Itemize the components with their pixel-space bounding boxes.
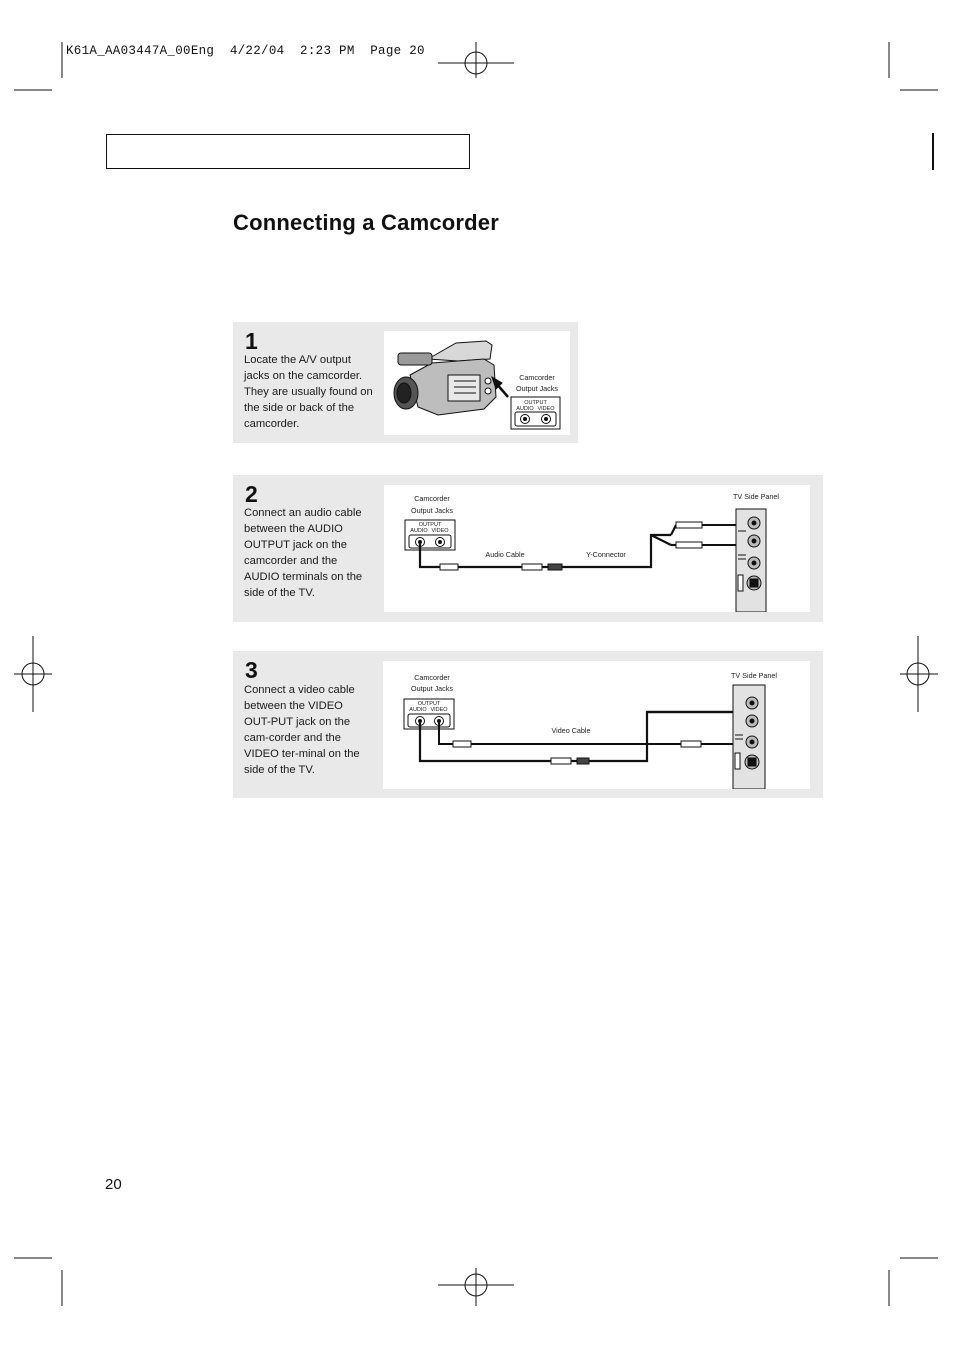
step-2-number: 2 (245, 481, 258, 507)
jack-panel-audio-label: AUDIO (516, 406, 534, 412)
video-connection-illustration (403, 684, 766, 789)
y-connector-label: Y-Connector (586, 550, 626, 559)
step-3-diagram: OUTPUT AUDIO VIDEO Camcorder Output Jack… (383, 661, 810, 789)
camcorder-jacks-label-line1: Camcorder (519, 373, 555, 382)
tv-side-panel-label: TV Side Panel (733, 492, 779, 501)
step-3-panel: 3 Connect a video cable between the VIDE… (233, 651, 823, 798)
step-1-text: Locate the A/V output jacks on the camco… (244, 354, 373, 430)
step-2-panel: 2 Connect an audio cable between the AUD… (233, 475, 823, 622)
camcorder-jacks-label-line2: Output Jacks (516, 384, 558, 393)
page-number: 20 (105, 1176, 122, 1193)
step-2-diagram: OUTPUT AUDIO VIDEO Camcorder Output Jack… (384, 485, 810, 612)
jack-panel-title: OUTPUT (417, 701, 441, 707)
jack-panel-video-label: VIDEO (431, 528, 449, 534)
step-1-panel: 1 Locate the A/V output jacks on the cam… (233, 322, 578, 443)
camcorder-illustration (393, 340, 561, 430)
jack-panel-audio-label: AUDIO (409, 707, 427, 713)
print-slug: K61A_AA03447A_00Eng 4/22/04 2:23 PM Page… (66, 44, 425, 58)
jack-panel-video-label: VIDEO (537, 406, 555, 412)
step-3-text: Connect a video cable between the VIDEO … (244, 684, 360, 776)
video-cable-label: Video Cable (551, 726, 591, 735)
step-1-number: 1 (245, 328, 258, 354)
audio-cable-label: Audio Cable (485, 550, 525, 559)
camcorder-jacks-label-line2: Output Jacks (411, 684, 453, 693)
section-header-box (106, 134, 470, 169)
jack-panel-video-label: VIDEO (430, 707, 448, 713)
step-2-text: Connect an audio cable between the AUDIO… (244, 507, 363, 599)
jack-panel-title: OUTPUT (418, 522, 442, 528)
page-title: Connecting a Camcorder (233, 210, 500, 235)
camcorder-jacks-label-line1: Camcorder (414, 673, 450, 682)
step-1-diagram: OUTPUT AUDIO VIDEO Camcorder Output Jack… (384, 331, 570, 435)
tv-side-panel-label: TV Side Panel (731, 671, 777, 680)
camcorder-jacks-label-line1: Camcorder (414, 494, 450, 503)
step-3-number: 3 (245, 657, 258, 683)
camcorder-jacks-label-line2: Output Jacks (411, 506, 453, 515)
jack-panel-title: OUTPUT (524, 400, 547, 406)
jack-panel-audio-label: AUDIO (410, 528, 428, 534)
audio-connection-illustration (404, 508, 767, 612)
